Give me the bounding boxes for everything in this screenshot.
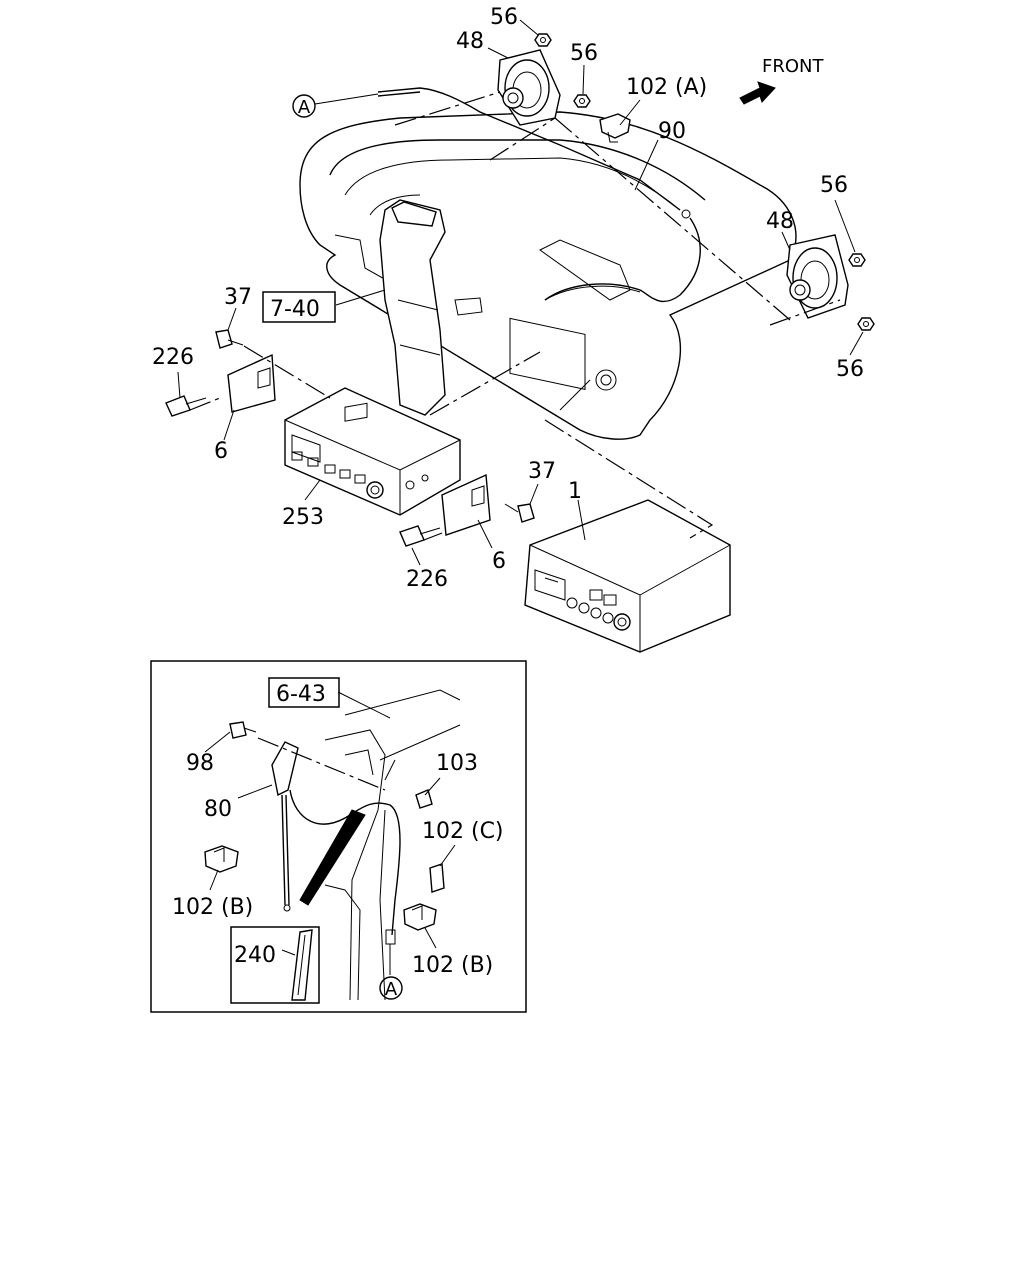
bolt [165, 395, 207, 417]
instrument-panel [299, 111, 797, 440]
label-37: 37 [528, 459, 556, 484]
label-56: 56 [570, 41, 598, 66]
svg-text:A: A [298, 97, 311, 118]
label-90: 90 [658, 119, 686, 144]
label-226: 226 [152, 345, 194, 370]
clip [403, 903, 437, 931]
inset-frame [150, 660, 527, 1013]
label-102c: 102 (C) [422, 819, 504, 844]
label-56: 56 [836, 357, 864, 382]
speaker-front-right [786, 234, 849, 319]
label-253: 253 [282, 505, 324, 530]
label-240: 240 [234, 943, 276, 968]
reference-a-bottom: A [379, 976, 403, 1000]
clip [415, 789, 433, 809]
nut [848, 253, 866, 267]
clip [204, 845, 239, 873]
reference-a-top: A [292, 93, 379, 118]
label-103: 103 [436, 751, 478, 776]
label-front: FRONT [762, 56, 824, 77]
front-arrow-icon [739, 81, 776, 105]
pillar [299, 689, 461, 1001]
radio-unit [284, 387, 461, 516]
clip [429, 863, 445, 893]
assembly-line [243, 345, 331, 399]
assembly-line [544, 419, 714, 539]
nut [534, 33, 552, 47]
assembly-line [429, 351, 541, 416]
label-48: 48 [766, 209, 794, 234]
label-48: 48 [456, 29, 484, 54]
label-37: 37 [224, 285, 252, 310]
screw [215, 329, 244, 349]
nut [857, 317, 875, 331]
assembly-line [769, 299, 841, 326]
assembly-line [257, 737, 386, 791]
label-102a: 102 (A) [626, 75, 707, 100]
label-102b: 102 (B) [172, 895, 253, 920]
antenna-rod [271, 741, 401, 975]
label-226: 226 [406, 567, 448, 592]
label-6: 6 [214, 439, 228, 464]
label-56: 56 [820, 173, 848, 198]
speaker-front-left [497, 49, 561, 126]
antenna-cable [377, 87, 681, 211]
ref-box-6-43 [268, 677, 340, 708]
svg-text:A: A [385, 979, 398, 1000]
clip [599, 113, 631, 143]
radio-cassette-unit [524, 499, 731, 653]
nut [573, 94, 591, 108]
steering-column [379, 199, 446, 416]
label-6-43: 6-43 [276, 682, 326, 707]
label-80: 80 [204, 797, 232, 822]
label-98: 98 [186, 751, 214, 776]
assembly-line [394, 91, 501, 126]
label-1: 1 [568, 479, 582, 504]
assembly-line [189, 397, 221, 411]
assembly-line [489, 117, 556, 161]
label-7-40: 7-40 [270, 297, 320, 322]
label-102b: 102 (B) [412, 953, 493, 978]
antenna-element [291, 929, 313, 1001]
screw [229, 721, 257, 739]
bracket-left [227, 353, 276, 413]
ref-box-240 [230, 926, 320, 1004]
ref-box-7-40 [262, 291, 336, 323]
screw [504, 503, 535, 523]
label-6: 6 [492, 549, 506, 574]
label-56: 56 [490, 5, 518, 30]
assembly-line [554, 117, 791, 321]
assembly-line [423, 532, 443, 541]
